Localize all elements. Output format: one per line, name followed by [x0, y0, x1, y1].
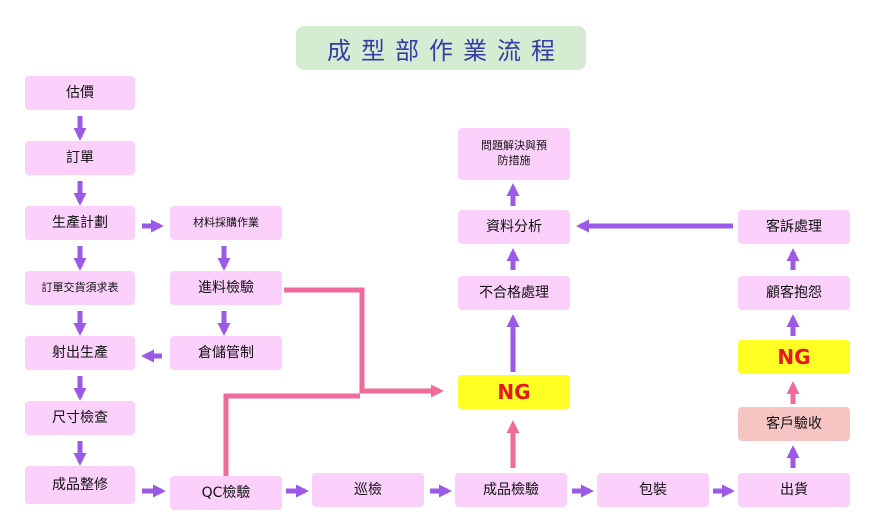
node-production-plan: 生產計劃 — [25, 206, 135, 240]
node-ng-center: NG — [458, 375, 570, 409]
node-finished-trimming: 成品整修 — [25, 466, 135, 504]
node-complaint-handling: 客訴處理 — [738, 210, 850, 244]
node-nonconforming-handling: 不合格處理 — [458, 276, 570, 310]
node-warehouse-control: 倉儲管制 — [170, 336, 282, 370]
arrow-qc-ng — [223, 393, 360, 476]
node-material-purchase: 材料採購作業 — [170, 206, 282, 240]
arrow-incoming-ng — [284, 287, 444, 398]
node-dimension-check: 尺寸檢查 — [25, 401, 135, 435]
node-order: 訂單 — [25, 141, 135, 175]
node-ng-right: NG — [738, 340, 850, 374]
node-customer-acceptance: 客戶驗收 — [738, 407, 850, 441]
node-incoming-inspection: 進料檢驗 — [170, 271, 282, 305]
node-packaging: 包裝 — [597, 473, 709, 507]
node-customer-complaint: 顧客抱怨 — [738, 276, 850, 310]
node-data-analysis: 資料分析 — [458, 210, 570, 244]
node-qc-inspection: QC檢驗 — [170, 476, 282, 510]
page-title: 成型部作業流程 — [296, 26, 586, 70]
node-patrol-inspection: 巡檢 — [312, 473, 424, 507]
node-finished-inspection: 成品檢驗 — [455, 473, 567, 507]
node-shipping: 出貨 — [738, 473, 850, 507]
node-problem-solving: 問題解決與預防措施 — [458, 128, 570, 180]
node-estimate: 估價 — [25, 76, 135, 110]
node-injection-production: 射出生產 — [25, 336, 135, 370]
node-order-delivery-form: 訂單交貨須求表 — [25, 271, 135, 305]
